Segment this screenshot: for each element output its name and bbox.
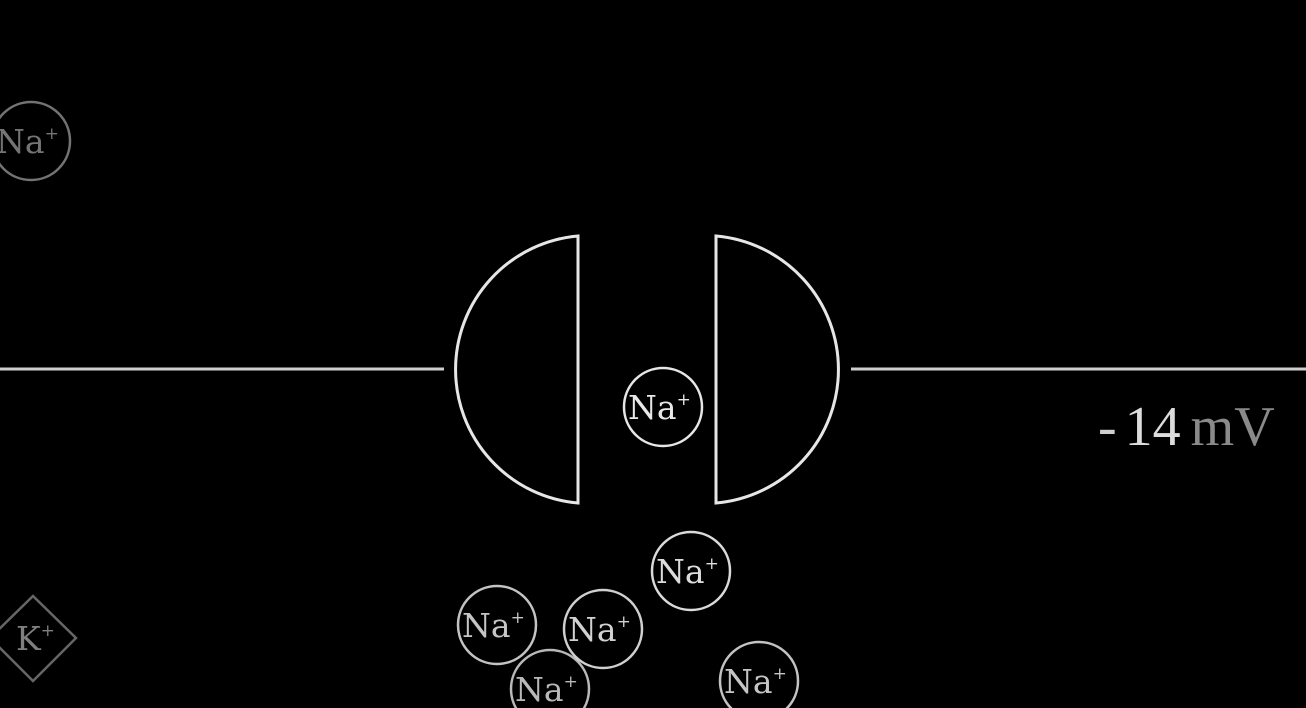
channel-left-half	[454, 234, 580, 505]
ion-label: Na+	[515, 670, 578, 708]
ion-label: Na+	[462, 606, 525, 645]
ion-circle	[622, 366, 704, 448]
ion-circle	[718, 640, 800, 708]
ion-circle	[562, 588, 644, 670]
ion-label: Na+	[0, 122, 59, 161]
ion-label: Na+	[724, 662, 787, 701]
sodium-ion: Na+	[718, 640, 800, 708]
ion-label: Na+	[628, 388, 691, 427]
sodium-ion: Na+	[562, 588, 644, 670]
sodium-ion: Na+	[650, 530, 732, 612]
potassium-ion: K+	[0, 594, 78, 683]
ion-circle	[0, 100, 72, 182]
ion-label: Na+	[568, 610, 631, 649]
sodium-ion: Na+	[622, 366, 704, 448]
sodium-ion: Na+	[0, 100, 72, 182]
potassium-label: K+	[16, 619, 55, 658]
ion-circle	[650, 530, 732, 612]
ion-circle	[509, 648, 591, 708]
channel-right-half	[714, 234, 840, 505]
sodium-ion: Na+	[456, 584, 538, 666]
ion-circle	[456, 584, 538, 666]
sodium-ion: Na+	[509, 648, 591, 708]
ion-label: Na+	[656, 552, 719, 591]
